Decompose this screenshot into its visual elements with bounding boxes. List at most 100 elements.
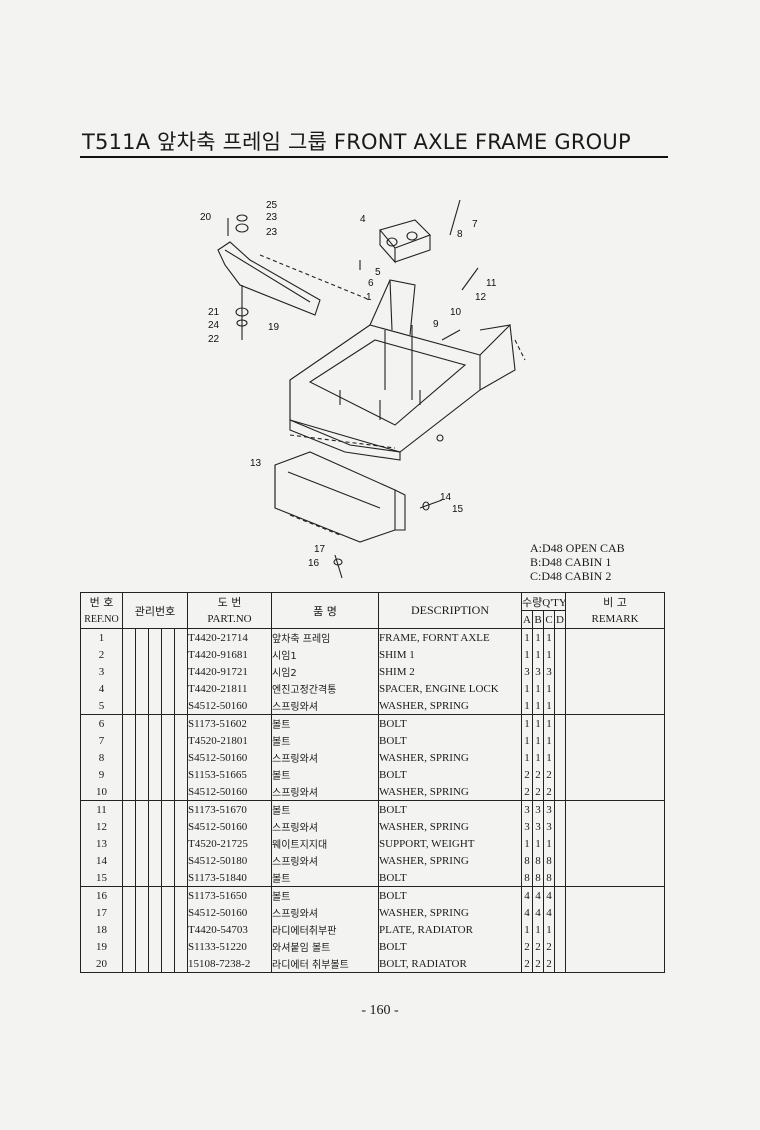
description-cell: BOLT (378, 766, 522, 783)
mgmt-cell (174, 886, 188, 904)
header-remark-kor: 비 고 (565, 592, 666, 611)
qty-cell: 3 (543, 800, 555, 818)
mgmt-cell (135, 852, 149, 869)
description-cell: WASHER, SPRING (378, 904, 522, 921)
qty-cell: 8 (532, 852, 544, 869)
mgmt-cell (161, 628, 175, 646)
remark-cell (565, 886, 666, 904)
mgmt-cell (135, 835, 149, 852)
part-no-cell: T4420-21811 (187, 680, 272, 697)
remark-cell (565, 646, 666, 663)
description-cell: WASHER, SPRING (378, 783, 522, 801)
mgmt-cell (161, 646, 175, 663)
callout: 21 (208, 307, 220, 318)
qty-cell: 4 (543, 886, 555, 904)
qty-cell: 4 (521, 886, 533, 904)
qty-cell: 1 (532, 921, 544, 938)
korean-name-cell: 엔진고정간격통 (271, 680, 379, 697)
ref-no-cell: 17 (80, 904, 123, 921)
part-no-cell: S4512-50160 (187, 783, 272, 801)
ref-no-cell: 15 (80, 869, 123, 887)
korean-name-cell: 스프링와셔 (271, 818, 379, 835)
callout: 23 (266, 227, 278, 238)
mgmt-cell (161, 869, 175, 887)
remark-cell (565, 800, 666, 818)
part-no-cell: S4512-50160 (187, 904, 272, 921)
ref-no-cell: 10 (80, 783, 123, 801)
callout: 13 (250, 458, 262, 469)
ref-no-cell: 5 (80, 697, 123, 715)
korean-name-cell: 와셔붙임 볼트 (271, 938, 379, 955)
mgmt-cell (122, 904, 136, 921)
qty-cell (553, 938, 567, 955)
callout: 14 (440, 492, 452, 503)
qty-cell: 1 (543, 835, 555, 852)
model-legend: A:D48 OPEN CAB B:D48 CABIN 1 C:D48 CABIN… (530, 541, 625, 583)
qty-cell: 4 (532, 904, 544, 921)
description-cell: WASHER, SPRING (378, 852, 522, 869)
korean-name-cell: 스프링와셔 (271, 852, 379, 869)
callout: 6 (368, 278, 374, 289)
ref-no-cell: 2 (80, 646, 123, 663)
mgmt-cell (161, 938, 175, 955)
mgmt-cell (122, 800, 136, 818)
mgmt-cell (122, 921, 136, 938)
mgmt-cell (161, 680, 175, 697)
mgmt-cell (122, 869, 136, 887)
ref-no-cell: 3 (80, 663, 123, 680)
qty-cell (553, 886, 567, 904)
qty-cell (553, 783, 567, 801)
header-qty-b: B (532, 610, 544, 629)
mgmt-cell (174, 904, 188, 921)
header-part-kor: 도 번 (187, 592, 272, 611)
qty-cell: 1 (521, 921, 533, 938)
mgmt-cell (135, 869, 149, 887)
ref-no-cell: 4 (80, 680, 123, 697)
qty-cell: 8 (532, 869, 544, 887)
part-no-cell: S4512-50180 (187, 852, 272, 869)
ref-no-cell: 12 (80, 818, 123, 835)
qty-cell: 1 (521, 714, 533, 732)
description-cell: PLATE, RADIATOR (378, 921, 522, 938)
mgmt-cell (161, 714, 175, 732)
mgmt-cell (161, 818, 175, 835)
description-cell: WASHER, SPRING (378, 818, 522, 835)
korean-name-cell: 볼트 (271, 886, 379, 904)
remark-cell (565, 680, 666, 697)
description-cell: WASHER, SPRING (378, 697, 522, 715)
remark-cell (565, 783, 666, 801)
description-cell: BOLT (378, 714, 522, 732)
description-cell: SPACER, ENGINE LOCK (378, 680, 522, 697)
mgmt-cell (135, 646, 149, 663)
mgmt-cell (161, 852, 175, 869)
mgmt-cell (135, 783, 149, 801)
qty-cell (553, 749, 567, 766)
mgmt-cell (174, 749, 188, 766)
mgmt-cell (161, 835, 175, 852)
mgmt-cell (174, 921, 188, 938)
callout: 10 (450, 307, 462, 318)
korean-name-cell: 볼트 (271, 714, 379, 732)
mgmt-cell (122, 852, 136, 869)
mgmt-cell (135, 749, 149, 766)
mgmt-cell (174, 628, 188, 646)
part-no-cell: S4512-50160 (187, 818, 272, 835)
qty-cell: 3 (521, 663, 533, 680)
qty-cell: 1 (543, 749, 555, 766)
description-cell: SUPPORT, WEIGHT (378, 835, 522, 852)
mgmt-cell (148, 766, 162, 783)
qty-cell: 1 (543, 697, 555, 715)
part-no-cell: S1153-51665 (187, 766, 272, 783)
qty-cell: 1 (543, 732, 555, 749)
header-qty-d: D (553, 610, 567, 629)
remark-cell (565, 663, 666, 680)
header-ref-eng: REF.NO (80, 610, 123, 629)
qty-cell: 3 (532, 800, 544, 818)
qty-cell: 2 (532, 938, 544, 955)
description-cell: BOLT (378, 800, 522, 818)
